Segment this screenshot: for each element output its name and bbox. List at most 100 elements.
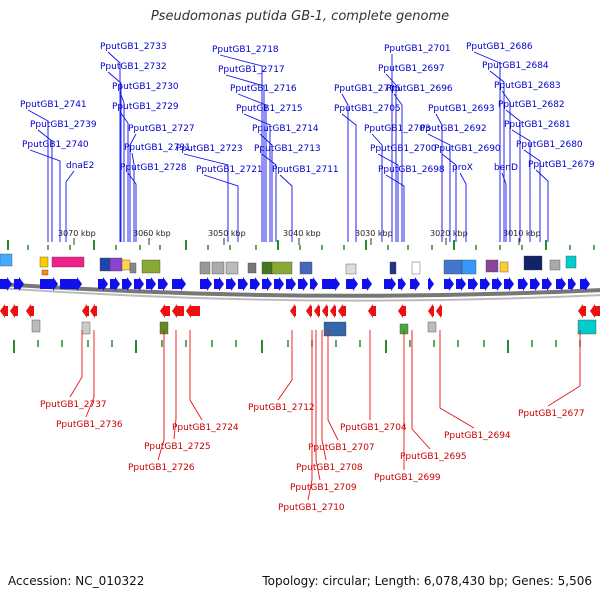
- forward-gene-label: PputGB1_2732: [100, 62, 167, 72]
- reverse-gene-leader-line: [85, 330, 95, 418]
- forward-gene-leader-line: [385, 73, 397, 242]
- scale-label: 3060 kbp: [133, 229, 171, 238]
- feature-box: [99, 257, 111, 272]
- feature-box: [323, 321, 347, 337]
- forward-gene-leader-line: [435, 113, 443, 242]
- reverse-gene-label: PputGB1_2699: [374, 473, 441, 483]
- forward-gene-arrow: [200, 277, 212, 291]
- reverse-gene-arrow: [290, 304, 296, 318]
- forward-gene-label: PputGB1_2693: [428, 104, 495, 114]
- forward-gene-arrow: [384, 277, 396, 291]
- forward-gene-arrow: [580, 277, 590, 291]
- reverse-gene-label: PputGB1_2725: [144, 442, 211, 452]
- forward-gene-label: PputGB1_2739: [30, 120, 97, 130]
- forward-gene-leader-line: [131, 152, 135, 242]
- forward-gene-leader-line: [29, 149, 61, 242]
- forward-gene-arrow: [428, 277, 434, 291]
- forward-gene-arrow: [238, 277, 248, 291]
- forward-gene-arrow: [14, 277, 24, 291]
- reverse-gene-arrow: [322, 304, 328, 318]
- reverse-gene-arrow: [160, 304, 170, 318]
- forward-gene-leader-line: [473, 51, 501, 242]
- feature-box: [499, 261, 509, 273]
- forward-gene-arrow: [468, 277, 478, 291]
- forward-gene-leader-line: [393, 93, 403, 242]
- reverse-gene-label: PputGB1_2726: [128, 463, 195, 473]
- reverse-gene-label: PputGB1_2694: [444, 431, 511, 441]
- forward-gene-leader-line: [377, 153, 399, 242]
- forward-gene-leader-line: [127, 172, 137, 242]
- reverse-gene-arrow: [330, 304, 336, 318]
- scale-label: 3020 kbp: [430, 229, 468, 238]
- reverse-gene-arrow: [0, 304, 8, 318]
- reverse-gene-leader-line: [69, 330, 83, 398]
- feature-box: [261, 261, 273, 275]
- scale-label: 3030 kbp: [355, 229, 393, 238]
- reverse-gene-label: PputGB1_2724: [172, 423, 239, 433]
- forward-gene-label: PputGB1_2733: [100, 42, 167, 52]
- forward-gene-label: PputGB1_2703: [364, 124, 431, 134]
- reverse-gene-label: PputGB1_2709: [290, 483, 357, 493]
- reverse-gene-arrow: [314, 304, 320, 318]
- forward-gene-arrow: [286, 277, 296, 291]
- reverse-gene-leader-line: [157, 330, 165, 461]
- reverse-gene-arrow: [26, 304, 34, 318]
- reverse-gene-label: PputGB1_2695: [400, 452, 467, 462]
- forward-gene-arrow: [542, 277, 552, 291]
- forward-gene-label: PputGB1_2716: [230, 84, 297, 94]
- feature-box: [199, 261, 211, 275]
- reverse-gene-label: PputGB1_2712: [248, 403, 315, 413]
- feature-box: [81, 321, 91, 335]
- forward-gene-label: dnaE2: [66, 161, 94, 171]
- map-title: Pseudomonas putida GB-1, complete genome: [150, 9, 450, 24]
- forward-gene-leader-line: [501, 90, 511, 242]
- forward-gene-label: PputGB1_2741: [20, 100, 87, 110]
- feature-box: [0, 253, 13, 267]
- forward-gene-arrow: [444, 277, 454, 291]
- forward-gene-label: PputGB1_2729: [112, 102, 179, 112]
- reverse-gene-leader-line: [439, 330, 475, 429]
- forward-gene-label: PputGB1_2686: [466, 42, 533, 52]
- reverse-gene-arrow: [590, 304, 600, 318]
- feature-box: [523, 255, 543, 271]
- feature-box: [577, 319, 597, 335]
- forward-gene-label: PputGB1_2680: [516, 140, 583, 150]
- reverse-gene-arrow: [368, 304, 376, 318]
- forward-gene-label: PputGB1_2683: [494, 81, 561, 91]
- reverse-gene-arrow: [338, 304, 346, 318]
- forward-gene-arrow: [362, 277, 372, 291]
- forward-gene-label: PputGB1_2701: [384, 44, 451, 54]
- forward-gene-arrow: [480, 277, 490, 291]
- forward-gene-arrow: [134, 277, 144, 291]
- reverse-gene-label: PputGB1_2704: [340, 423, 407, 433]
- forward-gene-leader-line: [27, 109, 49, 242]
- forward-gene-leader-line: [341, 93, 349, 242]
- forward-gene-leader-line: [535, 169, 549, 242]
- scale-label: 3010 kbp: [503, 229, 541, 238]
- reverse-gene-label: PputGB1_2736: [56, 420, 123, 430]
- forward-gene-label: PputGB1_2718: [212, 45, 279, 55]
- reverse-gene-arrow: [10, 304, 18, 318]
- forward-gene-leader-line: [371, 133, 383, 242]
- forward-gene-label: PputGB1_2723: [176, 144, 243, 154]
- reverse-gene-leader-line: [307, 330, 313, 501]
- forward-gene-arrow: [346, 277, 358, 291]
- forward-gene-label: PputGB1_2690: [434, 144, 501, 154]
- feature-box: [565, 255, 577, 269]
- forward-gene-label: PputGB1_2711: [272, 165, 339, 175]
- forward-gene-leader-line: [523, 149, 541, 242]
- forward-gene-leader-line: [119, 91, 125, 242]
- forward-gene-leader-line: [119, 111, 129, 242]
- feature-box: [299, 261, 313, 275]
- forward-gene-leader-line: [107, 71, 122, 242]
- reverse-gene-leader-line: [173, 330, 177, 440]
- forward-gene-arrow: [410, 277, 420, 291]
- forward-gene-arrow: [398, 277, 406, 291]
- forward-gene-arrow: [146, 277, 156, 291]
- forward-gene-arrow: [518, 277, 528, 291]
- genome-backbone: [0, 282, 600, 298]
- reverse-gene-label: PputGB1_2677: [518, 409, 585, 419]
- scale-label: 3050 kbp: [208, 229, 246, 238]
- forward-gene-leader-line: [427, 133, 451, 242]
